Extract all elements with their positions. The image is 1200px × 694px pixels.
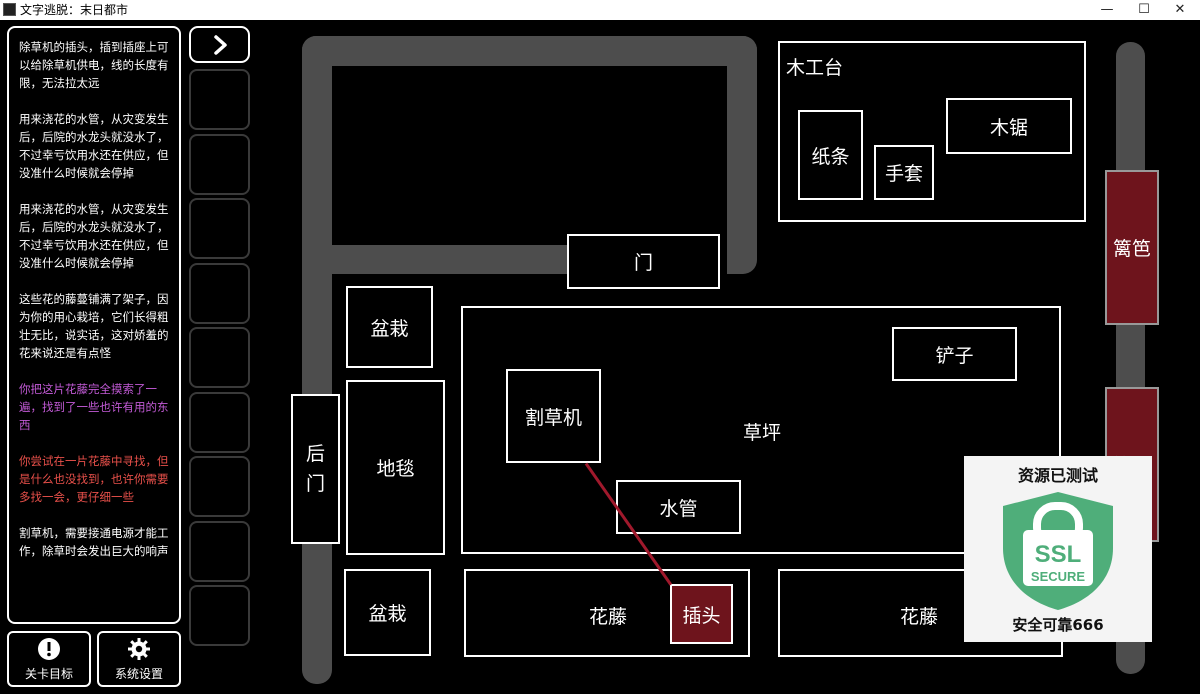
inventory-slot[interactable] xyxy=(189,198,250,259)
shovel[interactable]: 铲子 xyxy=(892,327,1017,381)
workbench-label: 木工台 xyxy=(786,57,844,79)
ssl-badge: 资源已测试 SSL SECURE 安全可靠666 xyxy=(964,456,1152,642)
log-entry: 你尝试在一片花藤中寻找，但是什么也没找到，也许你需要多找一会，更仔细一些 xyxy=(19,454,169,504)
vine-left-label: 花藤 xyxy=(589,606,628,628)
minimize-button[interactable]: — xyxy=(1100,2,1114,17)
badge-caption: 安全可靠666 xyxy=(1012,616,1104,634)
system-settings-label: 系统设置 xyxy=(114,666,163,681)
lawn-mower[interactable]: 割草机 xyxy=(506,369,601,463)
close-button[interactable]: ✕ xyxy=(1174,2,1186,17)
lawn-label: 草坪 xyxy=(743,422,782,444)
house-interior xyxy=(332,66,727,245)
level-goal-label: 关卡目标 xyxy=(24,666,73,681)
log-entry: 用来浇花的水管，从灾变发生后，后院的水龙头就没水了，不过幸亏饮用水还在供应，但没… xyxy=(19,112,169,180)
log-entry: 除草机的插头，插到插座上可以给除草机供电，线的长度有限，无法拉太远 xyxy=(19,40,169,90)
inventory-slot[interactable] xyxy=(189,521,250,582)
next-button[interactable] xyxy=(189,26,250,63)
door[interactable]: 门 xyxy=(567,234,720,289)
message-log[interactable]: 除草机的插头，插到插座上可以给除草机供电，线的长度有限，无法拉太远 用来浇花的水… xyxy=(7,26,181,624)
house-wall-top xyxy=(302,36,757,66)
inventory-slot[interactable] xyxy=(189,134,250,195)
game-stage: 除草机的插头，插到插座上可以给除草机供电，线的长度有限，无法拉太远 用来浇花的水… xyxy=(0,20,1200,694)
paper-note[interactable]: 纸条 xyxy=(798,110,863,200)
log-entry: 用来浇花的水管，从灾变发生后，后院的水龙头就没水了，不过幸亏饮用水还在供应，但没… xyxy=(19,202,169,270)
log-entry: 你把这片花藤完全摸索了一遍，找到了一些也许有用的东西 xyxy=(19,382,169,432)
maximize-button[interactable]: ☐ xyxy=(1138,2,1150,17)
inventory-slot[interactable] xyxy=(189,585,250,646)
pot-plant-top[interactable]: 盆栽 xyxy=(346,286,433,368)
app-icon xyxy=(3,3,16,16)
gloves[interactable]: 手套 xyxy=(874,145,934,200)
inventory-slot[interactable] xyxy=(189,69,250,130)
log-entry: 割草机，需要接通电源才能工作，除草时会发出巨大的响声 xyxy=(19,526,169,558)
window-titlebar: 文字逃脱：末日都市 — ☐ ✕ xyxy=(0,0,1200,20)
wood-saw[interactable]: 木锯 xyxy=(946,98,1072,154)
inventory-slot[interactable] xyxy=(189,263,250,324)
vine-right-label: 花藤 xyxy=(900,606,939,628)
exclamation-icon xyxy=(38,637,60,660)
system-settings-button[interactable]: 系统设置 xyxy=(97,631,181,687)
fence-top[interactable]: 篱笆 xyxy=(1105,170,1159,325)
pot-plant-bottom[interactable]: 盆栽 xyxy=(344,569,431,656)
carpet[interactable]: 地毯 xyxy=(346,380,445,555)
plug[interactable]: 插头 xyxy=(670,584,733,644)
inventory-slot[interactable] xyxy=(189,327,250,388)
level-goal-button[interactable]: 关卡目标 xyxy=(7,631,91,687)
window-title: 文字逃脱：末日都市 xyxy=(20,3,129,17)
log-entry: 这些花的藤蔓铺满了架子，因为你的用心栽培，它们长得粗壮无比，说实话，这对娇羞的花… xyxy=(19,292,169,360)
inventory-slot[interactable] xyxy=(189,456,250,517)
chevron-right-icon xyxy=(213,34,227,55)
house-wall-bottom xyxy=(302,245,572,274)
badge-title: 资源已测试 xyxy=(1017,466,1098,485)
ssl-text: SSL xyxy=(1035,541,1082,568)
ssl-shield-icon: SSL SECURE xyxy=(1003,492,1113,610)
inventory-slot[interactable] xyxy=(189,392,250,453)
house-wall-right xyxy=(727,36,757,274)
gear-icon xyxy=(128,637,150,660)
back-door[interactable]: 后 门 xyxy=(291,394,340,544)
secure-text: SECURE xyxy=(1031,569,1086,584)
water-hose[interactable]: 水管 xyxy=(616,480,741,534)
house-wall-left xyxy=(302,36,332,684)
